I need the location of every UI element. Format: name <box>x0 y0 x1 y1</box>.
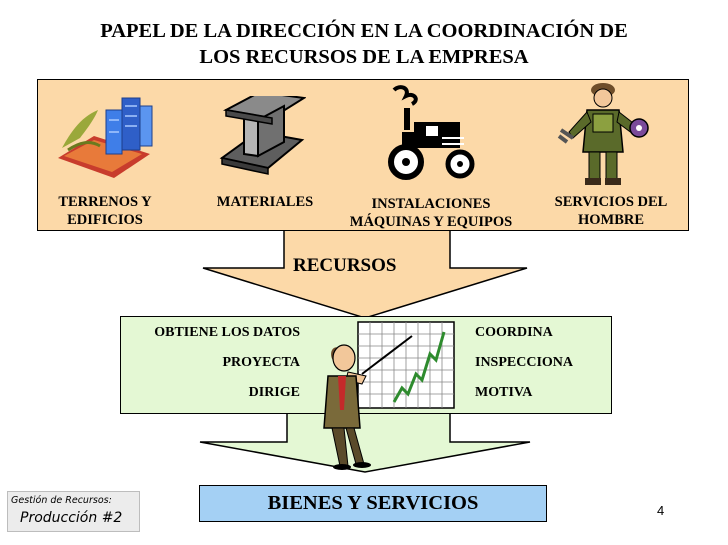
title-line-1: PAPEL DE LA DIRECCIÓN EN LA COORDINACIÓN… <box>100 20 628 42</box>
action-obtiene: OBTIENE LOS DATOS <box>154 325 300 340</box>
action-dirige: DIRIGE <box>248 385 300 400</box>
output-box: BIENES Y SERVICIOS <box>199 485 547 522</box>
footer-caption: Gestión de Recursos: Producción #2 <box>7 491 140 532</box>
steel-beam-icon <box>219 96 306 175</box>
action-inspecciona: INSPECCIONA <box>475 355 574 370</box>
footer-line-2: Producción #2 <box>20 510 123 526</box>
resource-label-servicios: SERVICIOS DEL HOMBRE <box>554 194 668 228</box>
title-line-2: LOS RECURSOS DE LA EMPRESA <box>199 46 529 68</box>
arrow-down-bienes <box>199 411 531 473</box>
page-number: 4 <box>657 503 665 518</box>
worker-icon <box>557 83 649 185</box>
action-motiva: MOTIVA <box>475 385 533 400</box>
action-coordina: COORDINA <box>475 325 553 340</box>
resource-label-terrenos: TERRENOS Y EDIFICIOS <box>58 194 152 228</box>
page-title: PAPEL DE LA DIRECCIÓN EN LA COORDINACIÓN… <box>20 18 708 70</box>
recursos-label: RECURSOS <box>293 255 397 276</box>
resource-label-materiales: MATERIALES <box>216 194 314 210</box>
buildings-icon <box>58 97 153 178</box>
action-proyecta: PROYECTA <box>222 355 300 370</box>
tractor-icon <box>388 85 475 180</box>
presenter-chart-icon <box>323 321 455 470</box>
footer-line-1: Gestión de Recursos: <box>11 495 112 506</box>
resource-label-instalaciones: INSTALACIONES MÁQUINAS Y EQUIPOS <box>349 196 513 230</box>
arrow-down-recursos <box>202 227 528 319</box>
